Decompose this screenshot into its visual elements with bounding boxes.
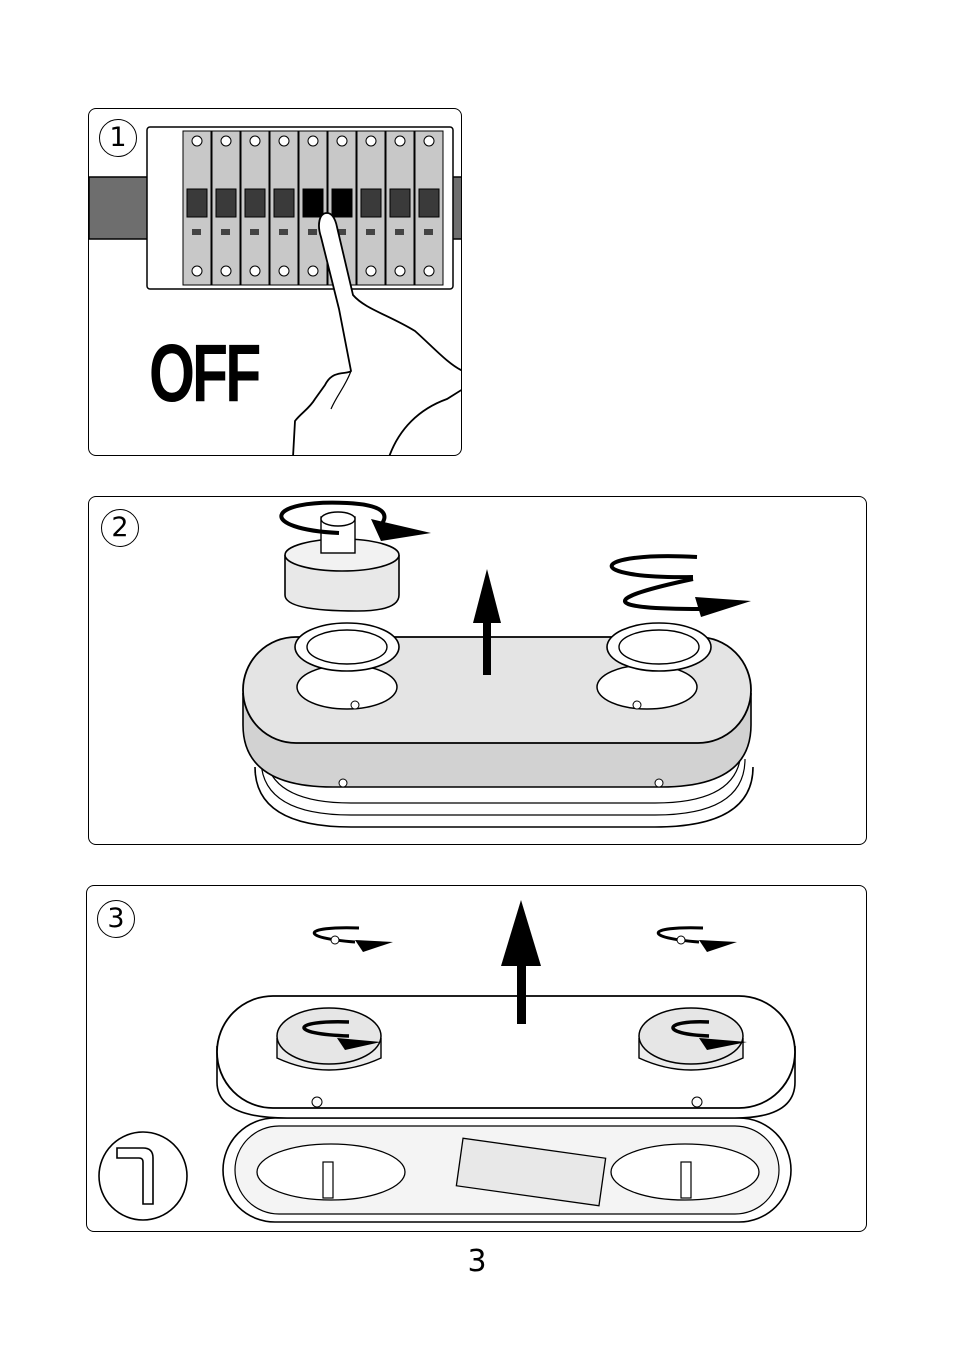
- breaker-switch: [332, 189, 352, 217]
- step-2-panel: 2: [88, 496, 867, 845]
- breaker-modules: [183, 131, 443, 285]
- up-arrow-icon: [473, 569, 501, 623]
- breaker-switch: [187, 189, 207, 217]
- breaker-switch: [390, 189, 410, 217]
- step-number-2: 2: [101, 509, 139, 547]
- base-removal-illustration: [87, 886, 867, 1232]
- breaker-switch: [216, 189, 236, 217]
- up-arrow-icon: [501, 900, 541, 966]
- step-1-panel: 1 OFF: [88, 108, 462, 456]
- breaker-switch: [274, 189, 294, 217]
- step-number-3: 3: [97, 900, 135, 938]
- rotate-arrow-icon: [371, 519, 431, 541]
- breaker-switch: [245, 189, 265, 217]
- fixture-removal-illustration: [89, 497, 867, 845]
- step-number-1: 1: [99, 119, 137, 157]
- rotate-arrow-icon-right: [695, 597, 751, 617]
- breaker-switch: [303, 189, 323, 217]
- breaker-switch: [361, 189, 381, 217]
- breaker-panel-illustration: [89, 109, 462, 456]
- breaker-switch: [419, 189, 439, 217]
- page-number: 3: [0, 1244, 954, 1279]
- step-3-panel: 3: [86, 885, 867, 1232]
- off-label: OFF: [149, 327, 258, 421]
